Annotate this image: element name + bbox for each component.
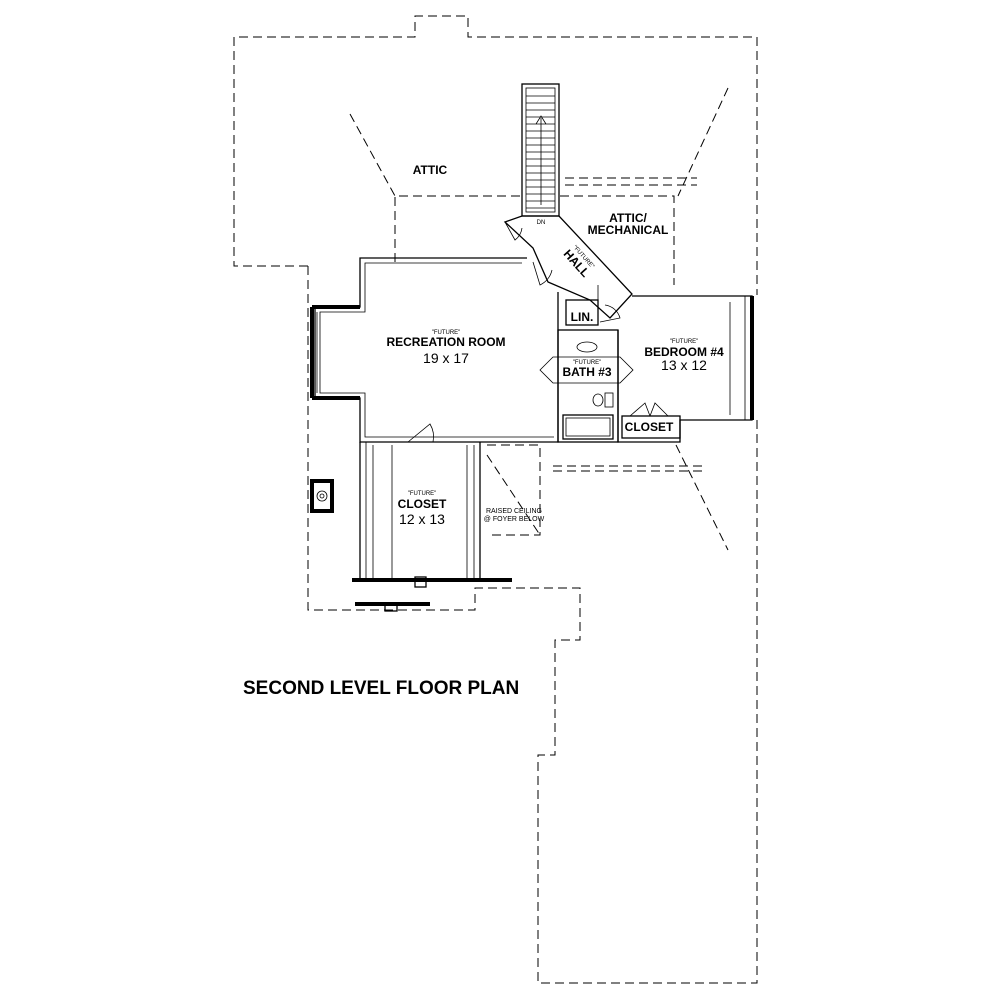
chimney — [310, 479, 334, 513]
staircase — [521, 83, 560, 217]
chimney-flue-icon — [316, 490, 328, 502]
bath-label: BATH #3 — [562, 365, 611, 379]
hip-line-right — [677, 87, 729, 197]
lower-ledge-post — [384, 602, 398, 612]
attic-mechanical-label-2: MECHANICAL — [588, 223, 669, 237]
closet-front-post — [414, 576, 427, 588]
closet-tag: "FUTURE" — [408, 491, 437, 497]
bath-label-frame — [539, 356, 634, 384]
bath-tub — [562, 414, 614, 440]
bedroom-label: BEDROOM #4 — [644, 345, 724, 359]
bedroom-tag: "FUTURE" — [670, 339, 699, 345]
raised-ceiling-outline — [487, 444, 541, 536]
hip-line-left — [349, 113, 396, 197]
recreation-dim: 19 x 17 — [423, 350, 469, 366]
attic-outline — [233, 15, 758, 295]
stair-treads — [526, 95, 555, 209]
bedroom-door-swing — [599, 304, 621, 323]
attic-mechanical-label-1: ATTIC/ — [609, 211, 647, 225]
attic-inner-boundary — [394, 195, 520, 262]
bath-toilet-bowl — [592, 393, 604, 407]
bath-walls — [557, 329, 619, 443]
hall-area — [503, 215, 633, 319]
recreation-tag: "FUTURE" — [432, 330, 461, 336]
bedroom-dim: 13 x 12 — [661, 357, 707, 373]
bedroom-closet — [621, 415, 681, 439]
page-title: SECOND LEVEL FLOOR PLAN — [243, 678, 519, 699]
bath-tag: "FUTURE" — [573, 360, 602, 366]
staircase-inner — [525, 87, 556, 213]
bath-tub-inner — [565, 417, 611, 437]
recreation-room-wall-inner — [319, 262, 554, 438]
stair-arrow-head — [535, 115, 547, 125]
recreation-label: RECREATION ROOM — [386, 335, 505, 349]
bath-sink — [576, 341, 598, 353]
bedroom-closet-label: CLOSET — [625, 420, 674, 434]
lower-footprint-outline — [307, 266, 758, 984]
hall-door-swing-2 — [504, 221, 523, 241]
bath-toilet — [604, 392, 614, 408]
raised-ceiling-label-2: @ FOYER BELOW — [484, 516, 545, 523]
hip-line-lower-right — [675, 444, 729, 551]
hall-door-swing — [532, 261, 553, 286]
closet-dim: 12 x 13 — [399, 511, 445, 527]
attic-label: ATTIC — [413, 163, 448, 177]
recreation-closet-door — [407, 423, 434, 443]
mechanical-boundary — [560, 195, 675, 285]
stair-dn-label: DN — [537, 220, 546, 226]
closet-label: CLOSET — [398, 497, 447, 511]
lin-label: LIN. — [571, 310, 594, 324]
bedroom-closet-doors — [629, 402, 669, 417]
raised-ceiling-diagonal — [486, 454, 541, 536]
raised-ceiling-label-1: RAISED CEILING — [486, 508, 542, 515]
linen-closet — [565, 299, 599, 326]
chimney-flue-inner-icon — [319, 493, 325, 499]
